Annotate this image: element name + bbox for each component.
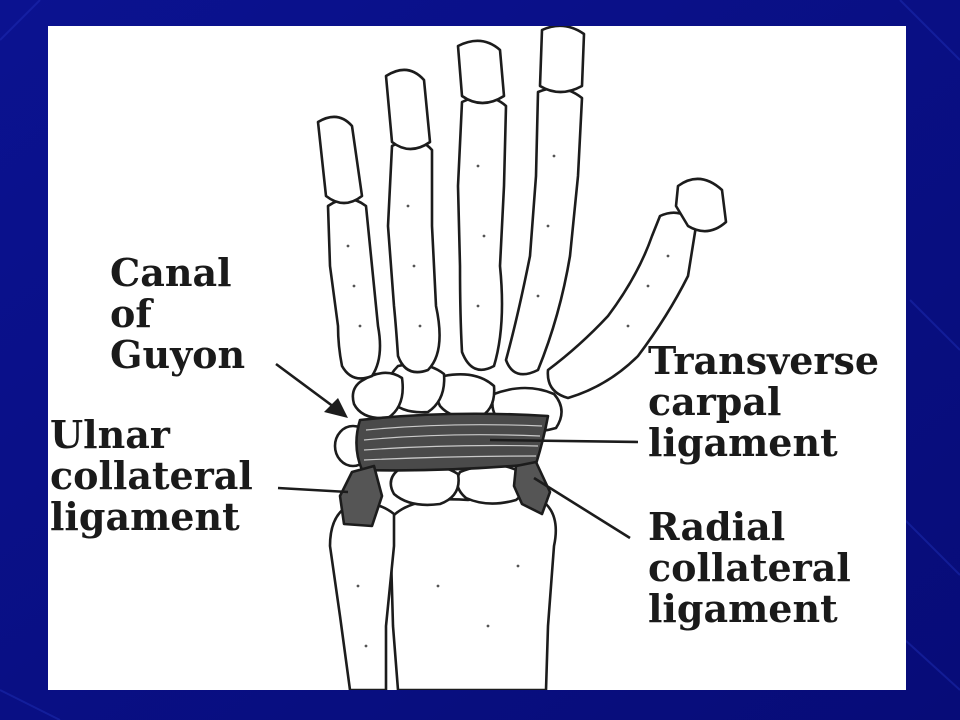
label-canal-of-guyon: Canal of Guyon [110,250,246,377]
label-transverse-carpal-ligament: Transverse carpal ligament [648,338,880,465]
metacarpal-1-thumb [546,211,698,400]
label-ulnar-collateral-ligament: Ulnar collateral ligament [50,412,253,539]
phalanx-4-proximal [384,68,432,151]
canal-of-guyon-arrowhead [324,398,348,418]
transverse-carpal-ligament-band [355,412,550,472]
radial-collateral-ligament-band [512,460,552,516]
phalanx-5-proximal [316,115,364,205]
metacarpal-5 [326,197,382,380]
transverse-carpal-leader-line [489,438,639,444]
metacarpal-2 [504,86,584,376]
phalanx-2-proximal [538,26,586,94]
radius-bone [389,495,558,690]
ulnar-collateral-ligament-band [338,464,384,528]
phalanx-3-proximal [456,39,506,105]
hand-wrist-skeleton-illustration [275,26,728,690]
bone-stipple-texture [346,154,670,648]
canal-of-guyon-leader-line [275,362,339,412]
ulnar-collateral-leader-line [277,486,349,494]
diagram-panel: Canal of Guyon Ulnar collateral ligament… [48,26,906,690]
radial-collateral-leader-line [533,476,631,540]
label-radial-collateral-ligament: Radial collateral ligament [648,504,851,631]
ulna-bone [328,502,396,690]
phalanx-1-distal [674,177,728,233]
metacarpal-4 [386,138,441,374]
metacarpal-3 [456,95,508,371]
